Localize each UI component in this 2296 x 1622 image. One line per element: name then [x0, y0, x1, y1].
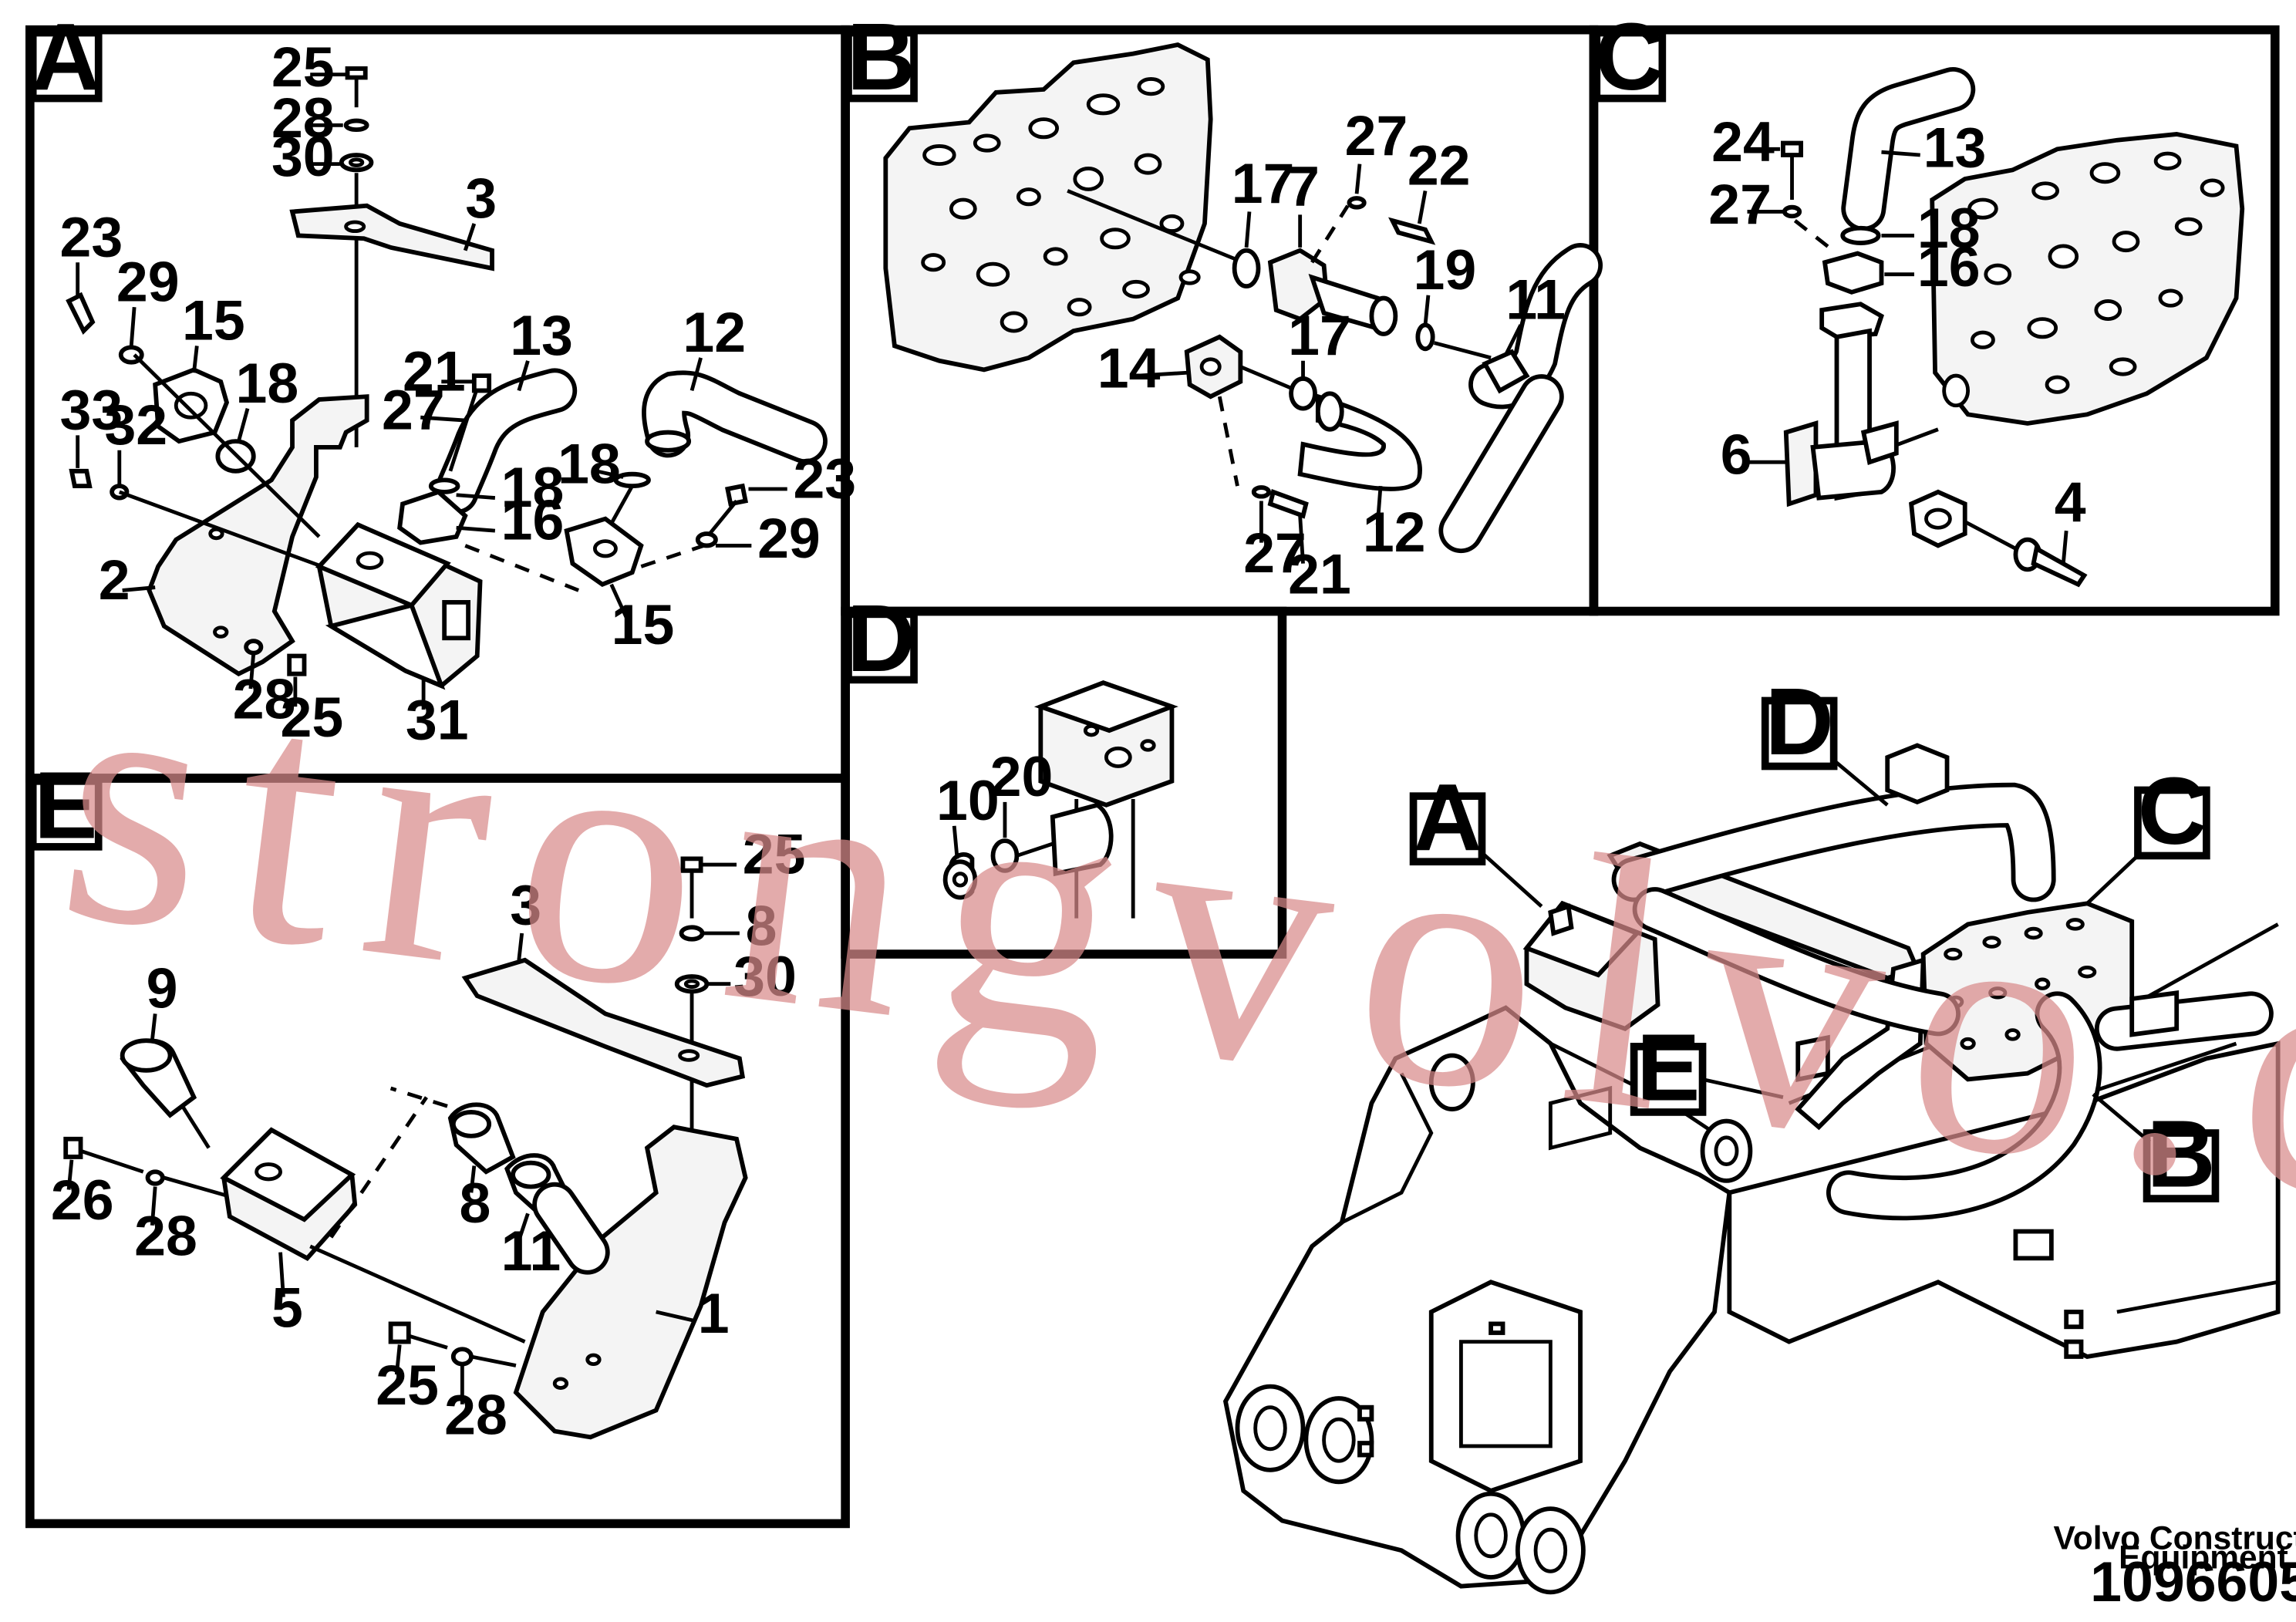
label-e-30: 30	[733, 945, 797, 1008]
label-a-29-left: 29	[116, 250, 180, 313]
panel-b-labels: 27 17 7 22 19 11 14 17 12 27 21	[1097, 104, 1566, 605]
label-a-23-right: 23	[793, 447, 856, 511]
overview-callout-a: A	[1409, 764, 1543, 909]
panel-d-drawing	[942, 680, 1178, 919]
label-a-18-mid: 18	[558, 432, 621, 495]
overview-callout-c: C	[2085, 758, 2210, 905]
label-b-27-bottom: 27	[1243, 521, 1306, 585]
panel-a-tag: A	[29, 4, 103, 110]
label-a-12: 12	[683, 301, 746, 364]
label-b-19: 19	[1414, 238, 1477, 302]
panel-e-drawing	[63, 856, 748, 1440]
label-e-8-top: 8	[746, 894, 777, 957]
label-b-27-top: 27	[1345, 104, 1408, 167]
label-b-17-top: 17	[1232, 152, 1295, 215]
panel-e-letter: E	[34, 752, 98, 858]
panel-e-labels: 25 3 8 30 9 26 28 5 8 11 1 25 28	[51, 823, 806, 1447]
overview-callout-e: E	[1630, 1014, 1784, 1121]
label-c-18: 18	[1917, 197, 1981, 260]
label-c-16: 16	[1917, 235, 1981, 298]
callout-e-letter: E	[1637, 1014, 1701, 1121]
panel-c-tag: C	[1593, 4, 1667, 110]
label-e-28-bottom: 28	[444, 1383, 507, 1446]
panel-b-letter: B	[847, 4, 915, 110]
callout-b-letter: B	[2146, 1101, 2215, 1208]
panel-a-labels: 25 28 30 3 23 29 15 18 33 32 21 13 27 12…	[59, 35, 856, 752]
label-a-15-top: 15	[182, 289, 245, 352]
label-c-4: 4	[2055, 471, 2086, 534]
panel-e-tag: E	[29, 752, 103, 858]
label-a-25-bottom: 25	[281, 686, 344, 749]
label-e-5: 5	[271, 1276, 303, 1339]
panel-e-frame	[25, 774, 850, 1529]
label-c-27: 27	[1708, 173, 1772, 236]
label-a-13: 13	[510, 304, 573, 367]
label-e-28-left: 28	[134, 1205, 197, 1268]
label-d-20: 20	[990, 745, 1054, 808]
label-e-9: 9	[147, 957, 178, 1020]
callout-c-letter: C	[2138, 758, 2207, 865]
label-b-14: 14	[1097, 337, 1161, 400]
label-a-18-left: 18	[236, 352, 299, 415]
footer-doc-number: 1096605	[2090, 1550, 2296, 1614]
panel-b-tag: B	[845, 4, 918, 110]
panel-b-drawing	[883, 42, 1603, 554]
label-b-11: 11	[1505, 268, 1566, 332]
label-a-16: 16	[501, 489, 565, 552]
label-c-24: 24	[1711, 110, 1775, 174]
label-a-29-right: 29	[757, 507, 821, 570]
label-e-25-bottom: 25	[376, 1354, 439, 1417]
label-a-31: 31	[406, 689, 469, 752]
label-a-2: 2	[99, 548, 130, 612]
panel-c-drawing	[1781, 66, 2245, 588]
label-a-33: 33	[59, 379, 123, 442]
label-b-21: 21	[1288, 542, 1351, 605]
footer-brand-line1: Volvo Construction	[2054, 1520, 2296, 1556]
label-a-28-bottom: 28	[233, 668, 296, 731]
label-e-3: 3	[510, 873, 541, 936]
label-a-27: 27	[382, 379, 445, 442]
footer-brand-line2: Equipment	[2119, 1539, 2288, 1576]
label-e-1: 1	[698, 1282, 730, 1345]
label-a-3: 3	[465, 167, 497, 230]
panel-a-letter: A	[32, 4, 100, 110]
label-c-13: 13	[1923, 116, 1987, 179]
label-a-23-left: 23	[59, 205, 123, 268]
panel-c-labels: 24 13 27 18 16 6 4	[1708, 110, 2086, 564]
overview-callout-d: D	[1761, 669, 1889, 807]
label-a-32: 32	[104, 393, 167, 457]
panel-d-letter: D	[847, 585, 915, 692]
label-a-30: 30	[271, 125, 335, 188]
panel-c-letter: C	[1595, 4, 1664, 110]
panel-d-tag: D	[845, 585, 918, 692]
label-a-18-right: 18	[501, 456, 565, 519]
label-e-11: 11	[501, 1219, 561, 1283]
label-c-6: 6	[1721, 423, 1752, 487]
label-d-10: 10	[936, 769, 1000, 832]
label-e-25-top: 25	[743, 823, 806, 886]
label-b-7: 7	[1288, 155, 1320, 218]
label-b-17-bottom: 17	[1288, 304, 1351, 367]
panel-a-drawing	[66, 66, 828, 690]
callout-a-letter: A	[1413, 764, 1482, 871]
callout-d-letter: D	[1765, 669, 1834, 775]
label-e-26: 26	[51, 1168, 114, 1232]
overview-drawing	[1222, 743, 2281, 1595]
label-e-8: 8	[459, 1172, 491, 1235]
panel-d-labels: 10 20	[936, 745, 1054, 859]
label-a-21: 21	[403, 339, 466, 403]
label-a-28: 28	[271, 86, 335, 150]
label-b-22: 22	[1408, 134, 1471, 197]
overview-callout-b: B	[2092, 1092, 2220, 1208]
panel-c-frame	[1589, 25, 2280, 616]
label-a-25: 25	[271, 35, 335, 99]
label-b-12: 12	[1363, 501, 1426, 564]
